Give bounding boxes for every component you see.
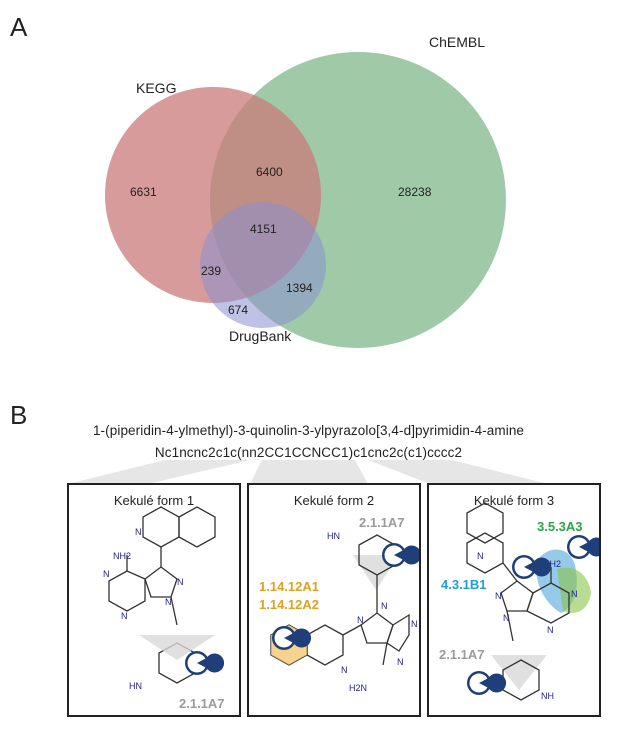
funnel-connectors — [68, 460, 548, 484]
atom-n: N — [571, 589, 578, 599]
pacman-icon — [467, 671, 507, 695]
atom-n: N — [121, 611, 128, 621]
molecule-name: 1-(piperidin-4-ylmethyl)-3-quinolin-3-yl… — [92, 423, 525, 438]
region-kegg-only: 6631 — [130, 185, 157, 199]
structure-1: N NH2 N N N N HN — [103, 506, 225, 691]
pacman-icon — [512, 555, 552, 579]
pacman-icon — [272, 626, 312, 650]
atom-n: N — [165, 597, 172, 607]
atom-n: N — [547, 625, 554, 635]
kekule-form-2-label: Kekulé form 2 — [293, 493, 375, 508]
kekule-form-2-panel: Kekulé form 2 2.1.1A7 1.14.12A1 1.14.12A… — [247, 483, 421, 717]
panel-a-letter: A — [10, 12, 28, 42]
region-all-three: 4151 — [250, 222, 277, 236]
atom-n: N — [177, 577, 184, 587]
atom-n: N — [103, 569, 110, 579]
structure-2: HN N N N N N H2N — [270, 531, 419, 693]
atom-nh2: NH2 — [543, 559, 561, 569]
kekule-form-3-panel: Kekulé form 3 3.5.3A3 4.3.1B1 2.1.1A7 N … — [427, 483, 601, 717]
atom-n: N — [477, 551, 484, 561]
pacman-icon — [382, 543, 419, 567]
molecule-smiles: Nc1ncnc2c1c(nn2CC1CCNCC1)c1cnc2c(c1)cccc… — [154, 445, 463, 460]
atom-n: N — [135, 527, 142, 537]
chembl-label: ChEMBL — [429, 34, 485, 50]
region-drugbank-only: 674 — [228, 303, 248, 317]
region-chembl-drugbank: 1394 — [286, 281, 313, 295]
pacman-icon — [185, 651, 225, 675]
atom-n: N — [341, 665, 348, 675]
kekule-form-1-panel: Kekulé form 1 N NH2 N N N N HN — [67, 483, 241, 717]
atom-nh2: NH2 — [113, 551, 131, 561]
atom-n: N — [503, 613, 510, 623]
atom-n: N — [495, 591, 502, 601]
annotation-2-1-1a7: 2.1.1A7 — [179, 696, 225, 711]
atom-n: N — [357, 615, 364, 625]
drugbank-label: DrugBank — [229, 328, 292, 344]
atom-n: N — [397, 657, 404, 667]
atom-hn: HN — [129, 681, 142, 691]
atom-h2n: H2N — [349, 683, 367, 693]
region-kegg-drugbank: 239 — [201, 264, 221, 278]
atom-n: N — [411, 619, 418, 629]
pacman-icon — [567, 535, 599, 559]
region-chembl-only: 28238 — [398, 185, 432, 199]
annotation-2-1-1a7: 2.1.1A7 — [359, 515, 405, 530]
annotation-2-1-1a7: 2.1.1A7 — [439, 647, 485, 662]
atom-n: N — [381, 601, 388, 611]
annotation-1-14-12a2: 1.14.12A2 — [259, 597, 319, 612]
region-kegg-chembl: 6400 — [256, 165, 283, 179]
annotation-1-14-12a1: 1.14.12A1 — [259, 579, 319, 594]
annotation-3-5-3a3: 3.5.3A3 — [537, 519, 583, 534]
drugbank-circle — [200, 202, 326, 328]
atom-hn: HN — [327, 531, 340, 541]
kekule-form-3-label: Kekulé form 3 — [473, 493, 555, 508]
venn-diagram: KEGG ChEMBL DrugBank 6631 6400 28238 415… — [105, 34, 506, 348]
kegg-label: KEGG — [136, 80, 176, 96]
panel-b-letter: B — [10, 400, 28, 430]
annotation-4-3-1b1: 4.3.1B1 — [441, 577, 487, 592]
structure-3: N NH2 N N N N NH — [466, 502, 599, 701]
kekule-form-1-label: Kekulé form 1 — [113, 493, 195, 508]
atom-nh: NH — [541, 691, 554, 701]
